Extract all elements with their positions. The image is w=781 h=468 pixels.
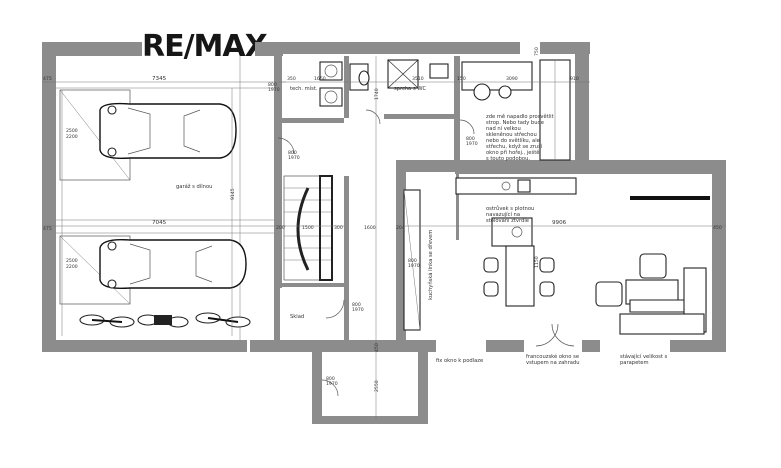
kitchen-wall-label: kuchyňská linka se dřevem — [427, 230, 434, 300]
car-bottom-icon — [99, 238, 247, 290]
dim-910: 910 — [570, 76, 579, 82]
tech-room-label: tech. míst. — [290, 85, 318, 92]
brand-logo: RE/MAX — [142, 29, 268, 64]
study-fixtures — [461, 59, 571, 161]
dim-200: 200 — [276, 225, 285, 231]
study-note-line: s touto podobou. — [486, 156, 530, 162]
door-tag-1970: 1970 — [326, 381, 338, 387]
door-tag-1970: 1970 — [288, 155, 300, 161]
sliding-door-label-line: parapetem — [620, 360, 649, 366]
study-note-line: zde mě napadlo prosvětlit — [486, 113, 554, 120]
dim-2550: 2550 — [374, 380, 380, 392]
door-tag-800: 800 — [268, 82, 277, 88]
dim-2500-top: 2500 — [66, 128, 78, 134]
dim-2200-top: 2200 — [66, 134, 78, 140]
living-room-furniture — [595, 196, 710, 335]
car-top-icon — [99, 102, 237, 160]
dim-7045: 7045 — [152, 220, 167, 226]
study-note-line: střechu, když se zruší — [486, 143, 543, 150]
dim-350: 350 — [287, 76, 296, 82]
island-label-line: stolování ztvrdlé — [486, 217, 529, 224]
dim-450-right: 450 — [713, 225, 722, 231]
dim-1740: 1740 — [374, 88, 380, 100]
fix-window-label: fix okno k podlaze — [436, 358, 483, 364]
dim-9906: 9906 — [552, 220, 567, 226]
study-note-line: nebo do světlíku, ale — [486, 137, 540, 144]
dim-475-left: 475 — [43, 226, 52, 232]
door-tag-800: 800 — [466, 136, 475, 142]
island-label-line: ostrůvek s plotnou — [486, 205, 534, 212]
door-tags: 800 1970 800 1970 800 1970 800 1970 800 … — [268, 82, 478, 387]
door-tag-800: 800 — [326, 376, 335, 382]
study-note-line: skleněnou střechou — [486, 131, 537, 138]
staircase — [283, 175, 333, 281]
sliding-door-label-line: stávající velikost s — [620, 353, 668, 360]
bicycles-icon — [79, 312, 251, 328]
door-tag-1970: 1970 — [466, 141, 478, 147]
door-tag-1970: 1970 — [268, 87, 280, 93]
door-tag-1970: 1970 — [408, 263, 420, 269]
exterior-walls — [42, 42, 726, 424]
french-window-label-line: francouzské okno se — [526, 353, 579, 360]
storage-label: Sklad — [290, 314, 304, 320]
island-label-line: navazující na — [486, 211, 520, 218]
dim-2500-bot: 2500 — [66, 258, 78, 264]
kitchen-island — [483, 217, 555, 307]
dimension-labels: 475 7345 7045 475 2500 2200 2500 2200 91… — [43, 47, 722, 392]
dim-3090: 3090 — [506, 76, 518, 82]
interior-walls — [274, 56, 460, 350]
door-tag-800: 800 — [408, 258, 417, 264]
study-note-line: strop. Nebo tady bude — [486, 120, 544, 126]
dim-450-v: 450 — [374, 343, 380, 352]
dim-7345: 7345 — [152, 76, 167, 82]
dim-1500: 1500 — [302, 225, 314, 231]
dim-300: 300 — [334, 225, 343, 231]
dim-1650: 1650 — [314, 76, 326, 82]
study-note-line: okno při hořej., ještě — [486, 149, 539, 156]
garage-label: garáž s dílnou — [176, 183, 212, 190]
tech-room-fixtures — [319, 59, 449, 107]
dim-475-top: 475 — [43, 76, 52, 82]
dim-3510: 3510 — [412, 76, 424, 82]
door-tag-800: 800 — [352, 302, 361, 308]
dim-1150: 1150 — [534, 256, 540, 268]
dim-1600: 1600 — [364, 225, 376, 231]
parking-guides — [56, 56, 274, 340]
french-window-label-line: vstupem na zahradu — [526, 360, 579, 366]
door-tag-1970: 1970 — [352, 307, 364, 313]
room-labels: garáž s dílnou tech. míst. sprcha s WC S… — [176, 85, 668, 366]
kitchen-counter — [403, 177, 577, 331]
door-tag-800: 800 — [288, 150, 297, 156]
dim-750: 750 — [534, 47, 540, 56]
shower-wc-label: sprcha s WC — [394, 86, 426, 92]
dim-9145: 9145 — [230, 188, 236, 200]
dim-2200-bot: 2200 — [66, 264, 78, 270]
dim-150: 150 — [457, 76, 466, 82]
study-note-line: nad ní velkou — [486, 125, 521, 132]
dim-204: 204 — [396, 225, 405, 231]
dimension-lines — [42, 56, 726, 420]
